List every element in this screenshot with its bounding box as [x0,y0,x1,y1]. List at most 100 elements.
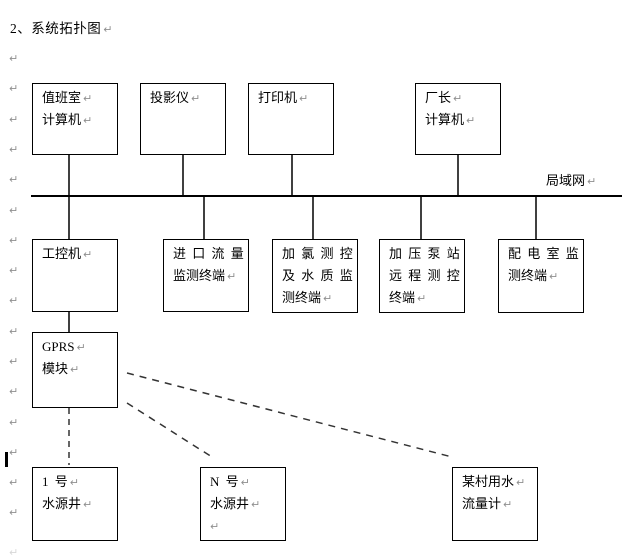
node-text: 流量计 [462,496,502,511]
paragraph-mark-icon: ↵ [9,325,19,338]
node-projector[interactable]: 投影仪↵ [140,83,226,155]
node-duty-room-computer[interactable]: 值班室↵ 计算机↵ [32,83,118,155]
node-pump-station-terminal[interactable]: 加 压 泵 站 远 程 测 控 终端↵ [379,239,465,313]
node-label-line: 水源井↵ [210,493,285,515]
node-text: 投影仪 [150,90,190,105]
node-text: 测终端 [508,268,548,283]
paragraph-mark-icon: ↵ [9,506,19,519]
node-text: 水源井 [210,496,250,511]
node-text: 远 程 测 控 [389,268,460,283]
node-label-line: 工控机↵ [42,243,117,265]
paragraph-mark-icon: ↵ [9,476,19,489]
node-inlet-flow-terminal[interactable]: 进 口 流 量 监测终端↵ [163,239,249,312]
node-text: 工控机 [42,246,82,261]
node-text: 厂长 [425,90,452,105]
node-text: 及 水 质 监 [282,268,353,283]
node-label-line: 1 号↵ [42,471,117,493]
node-label-line: 测终端↵ [282,287,357,309]
paragraph-mark-icon: ↵ [9,173,19,186]
paragraph-mark-icon: ↵ [299,92,309,105]
paragraph-mark-icon: ↵ [9,446,19,459]
node-label-line: ↵ [210,515,285,537]
paragraph-mark-icon: ↵ [227,270,237,283]
node-text: 加 压 泵 站 [389,246,460,261]
node-director-computer[interactable]: 厂长↵ 计算机↵ [415,83,501,155]
node-text: N 号 [210,474,239,489]
node-text: 计算机 [425,112,465,127]
node-label-line: 某村用水↵ [462,471,537,493]
node-label-line: 远 程 测 控 [389,265,464,287]
paragraph-mark-icon: ↵ [9,264,19,277]
paragraph-mark-icon: ↵ [549,270,559,283]
paragraph-mark-icon: ↵ [323,292,333,305]
node-label-line: 流量计↵ [462,493,537,515]
node-distribution-terminal[interactable]: 配 电 室 监 测终端↵ [498,239,584,313]
paragraph-mark-icon: ↵ [9,113,19,126]
node-well-n[interactable]: N 号↵ 水源井↵ ↵ [200,467,286,541]
paragraph-mark-icon: ↵ [9,294,19,307]
node-text: GPRS [42,339,75,354]
node-well-1[interactable]: 1 号↵ 水源井↵ [32,467,118,541]
node-text: 某村用水 [462,474,515,489]
node-label-line: 加 氯 测 控 [282,243,357,265]
paragraph-mark-icon: ↵ [70,363,80,376]
node-label-line: 进 口 流 量 [173,243,248,265]
node-text: 水源井 [42,496,82,511]
paragraph-mark-icon: ↵ [251,498,261,511]
node-text: 模块 [42,361,69,376]
node-label-line: 监测终端↵ [173,265,248,287]
node-label-line: 计算机↵ [425,109,500,131]
gprs-welln-dashed-line [126,402,213,458]
paragraph-mark-icon: ↵ [76,341,86,354]
node-label-line: 打印机↵ [258,87,333,109]
paragraph-mark-icon: ↵ [69,476,79,489]
paragraph-mark-icon: ↵ [9,143,19,156]
paragraph-mark-icon: ↵ [587,175,597,188]
node-text: 配 电 室 监 [508,246,579,261]
lan-label: 局域网↵ [546,170,596,189]
node-label-line: 水源井↵ [42,493,117,515]
node-printer[interactable]: 打印机↵ [248,83,334,155]
node-label-line: 投影仪↵ [150,87,225,109]
node-industrial-computer[interactable]: 工控机↵ [32,239,118,312]
paragraph-mark-icon: ↵ [240,476,250,489]
node-label-line: 计算机↵ [42,109,117,131]
page-title: 2、系统拓扑图↵ [10,17,113,37]
gprs-village-meter-dashed-line [126,372,453,458]
node-label-line: 加 压 泵 站 [389,243,464,265]
node-label-line: 模块↵ [42,358,117,380]
paragraph-mark-icon: ↵ [9,204,19,217]
node-text: 打印机 [258,90,298,105]
paragraph-mark-icon: ↵ [9,52,19,65]
node-text: 1 号 [42,474,68,489]
node-text: 进 口 流 量 [173,246,244,261]
paragraph-mark-icon: ↵ [191,92,201,105]
paragraph-mark-icon: ↵ [9,234,19,247]
paragraph-mark-icon: ↵ [9,546,19,555]
node-label-line: 及 水 质 监 [282,265,357,287]
paragraph-mark-icon: ↵ [9,416,19,429]
node-label-line: 终端↵ [389,287,464,309]
node-chlorination-terminal[interactable]: 加 氯 测 控 及 水 质 监 测终端↵ [272,239,358,313]
paragraph-mark-icon: ↵ [83,92,93,105]
paragraph-mark-icon: ↵ [453,92,463,105]
lan-label-text: 局域网 [546,173,586,188]
node-label-line: N 号↵ [210,471,285,493]
paragraph-mark-icon: ↵ [503,498,513,511]
text-cursor [5,452,8,467]
node-text: 终端 [389,290,416,305]
paragraph-mark-icon: ↵ [9,385,19,398]
paragraph-mark-icon: ↵ [417,292,427,305]
node-text: 监测终端 [173,268,226,283]
node-village-flow-meter[interactable]: 某村用水↵ 流量计↵ [452,467,538,541]
paragraph-mark-icon: ↵ [83,248,93,261]
paragraph-mark-icon: ↵ [9,355,19,368]
node-text: 测终端 [282,290,322,305]
node-text: 加 氯 测 控 [282,246,353,261]
node-label-line: 值班室↵ [42,87,117,109]
node-gprs-module[interactable]: GPRS↵ 模块↵ [32,332,118,408]
node-label-line: 配 电 室 监 [508,243,583,265]
node-label-line: 测终端↵ [508,265,583,287]
node-label-line: 厂长↵ [425,87,500,109]
